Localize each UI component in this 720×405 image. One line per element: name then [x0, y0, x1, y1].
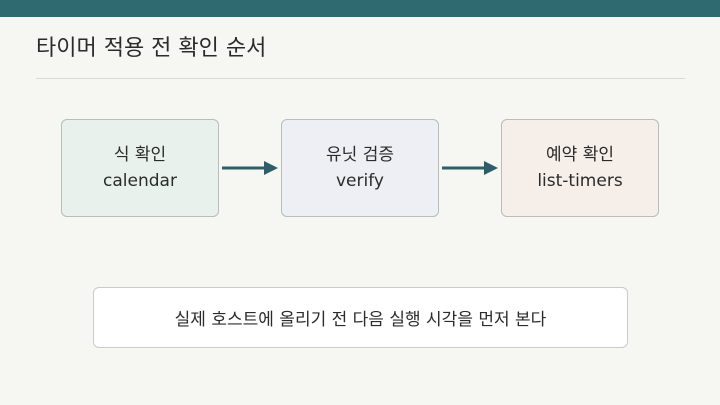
- step-label: 식 확인: [113, 145, 167, 165]
- step-command: calendar: [103, 171, 177, 191]
- step-command: list-timers: [537, 171, 623, 191]
- arrow-right-icon: [442, 161, 498, 175]
- step-box-calendar: 식 확인 calendar: [61, 119, 219, 217]
- step-box-verify: 유닛 검증 verify: [281, 119, 439, 217]
- arrow-right-icon: [222, 161, 278, 175]
- title-divider: [36, 78, 685, 79]
- step-label: 예약 확인: [546, 145, 614, 165]
- note-box: 실제 호스트에 올리기 전 다음 실행 시각을 먼저 본다: [93, 287, 628, 348]
- step-label: 유닛 검증: [326, 145, 394, 165]
- step-command: verify: [336, 171, 384, 191]
- top-accent-bar: [0, 0, 720, 17]
- page-title: 타이머 적용 전 확인 순서: [36, 36, 267, 61]
- step-box-list-timers: 예약 확인 list-timers: [501, 119, 659, 217]
- note-text: 실제 호스트에 올리기 전 다음 실행 시각을 먼저 본다: [174, 310, 547, 330]
